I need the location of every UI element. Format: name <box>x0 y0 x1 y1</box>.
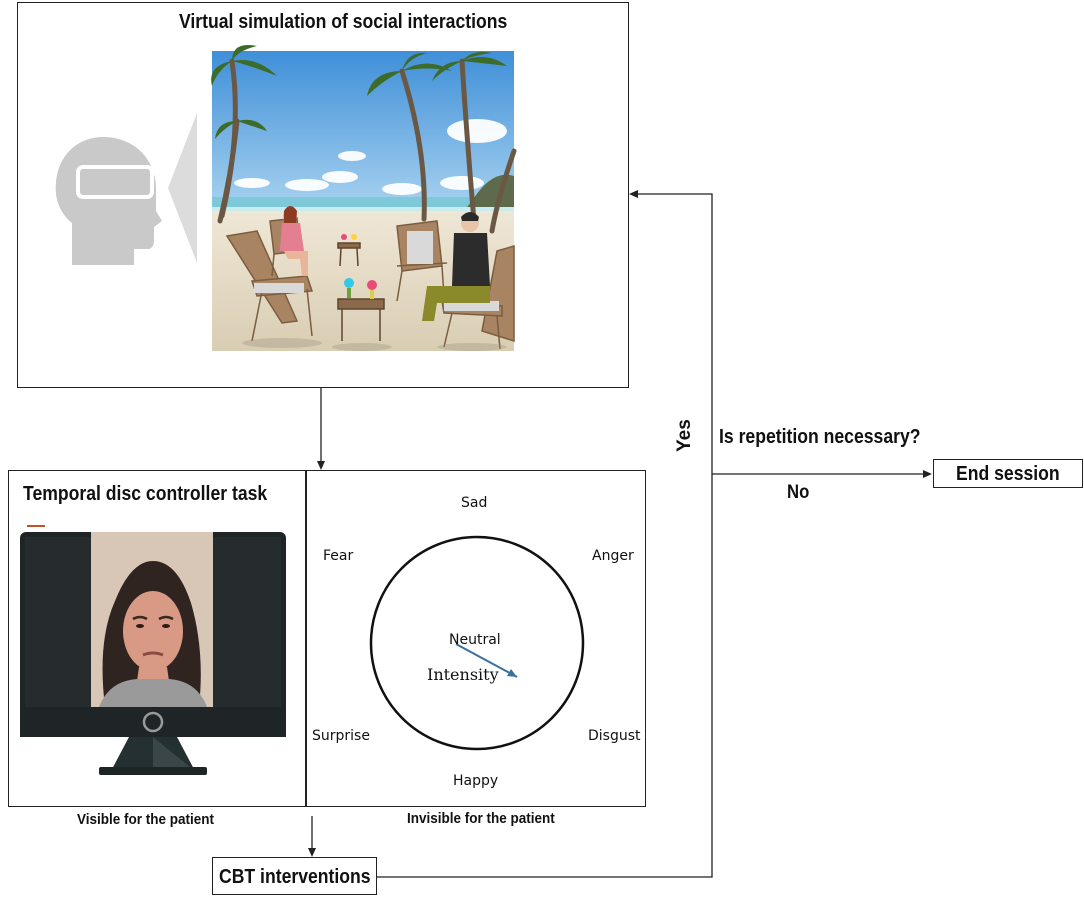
vr-headset-head-icon <box>55 137 162 265</box>
end-session-box: End session <box>933 459 1083 488</box>
emotion-label-happy: Happy <box>453 773 499 789</box>
emotion-disc <box>369 535 585 751</box>
emotion-label-anger: Anger <box>592 548 634 564</box>
emotion-label-surprise: Surprise <box>312 728 370 744</box>
disc-center-label: Neutral <box>449 632 501 648</box>
intensity-arrowhead <box>507 669 517 677</box>
cbt-interventions-box: CBT interventions <box>212 857 377 895</box>
cbt-label: CBT interventions <box>219 866 371 888</box>
monitor-icon <box>20 532 286 775</box>
invisible-caption: Invisible for the patient <box>407 810 555 827</box>
emotion-label-disgust: Disgust <box>588 728 641 744</box>
tdc-panel-title: Temporal disc controller task <box>23 483 268 505</box>
tdc-task-panel: Temporal disc controller task Sad Fear A… <box>8 470 646 807</box>
emotion-label-fear: Fear <box>323 548 354 564</box>
emotion-label-sad: Sad <box>461 495 488 511</box>
visible-caption: Visible for the patient <box>77 811 215 828</box>
beach-scene-image <box>211 45 517 351</box>
yes-label: Yes <box>674 419 695 452</box>
panel-divider <box>305 471 307 806</box>
no-label: No <box>787 482 810 503</box>
projection-cone <box>168 113 197 263</box>
vr-simulation-panel: Virtual simulation of social interaction… <box>17 2 629 388</box>
repetition-question: Is repetition necessary? <box>719 426 921 448</box>
intensity-label: Intensity <box>427 665 499 684</box>
end-session-label: End session <box>956 463 1060 485</box>
intensity-arrow-line <box>455 643 518 678</box>
accent-dash <box>27 525 45 527</box>
vr-panel-title: Virtual simulation of social interaction… <box>179 11 508 33</box>
